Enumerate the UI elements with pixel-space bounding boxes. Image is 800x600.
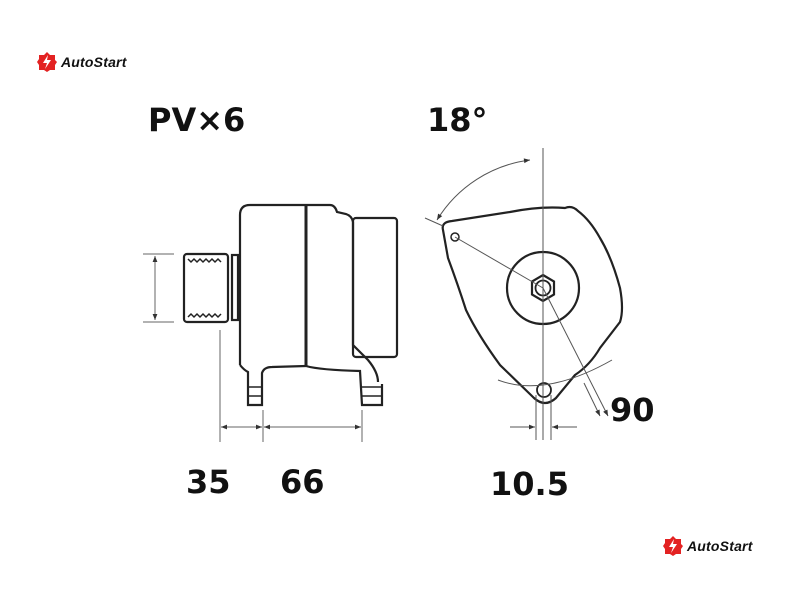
pulley-offset-label: 35 <box>186 463 231 501</box>
brand-name: AutoStart <box>61 54 127 70</box>
radius-leader <box>542 287 609 417</box>
housing-bottom <box>239 364 384 407</box>
front-dimensions <box>424 148 613 440</box>
side-dimensions <box>143 253 363 442</box>
pulley-grooves <box>187 257 222 319</box>
brand-logo-top: AutoStart <box>37 52 127 72</box>
mount-hole <box>536 382 552 398</box>
radius-label: 90 <box>610 391 655 429</box>
front-view <box>441 205 624 405</box>
belt-type-label: PV×6 <box>148 101 246 139</box>
side-view <box>182 203 399 407</box>
gear-bolt-icon <box>37 52 57 72</box>
pulley <box>182 252 230 324</box>
gear-bolt-icon <box>663 536 683 556</box>
front-housing-outline <box>441 205 624 405</box>
hole-diameter-label: 10.5 <box>490 465 569 503</box>
housing-outline <box>238 203 380 383</box>
angle-label: 18° <box>427 101 488 139</box>
rear-cap <box>351 216 399 359</box>
brand-name: AutoStart <box>687 538 753 554</box>
mount-width-label: 66 <box>280 463 325 501</box>
adjust-hole <box>450 232 460 242</box>
brand-logo-bottom: AutoStart <box>663 536 753 556</box>
pulley-flange <box>230 253 240 322</box>
